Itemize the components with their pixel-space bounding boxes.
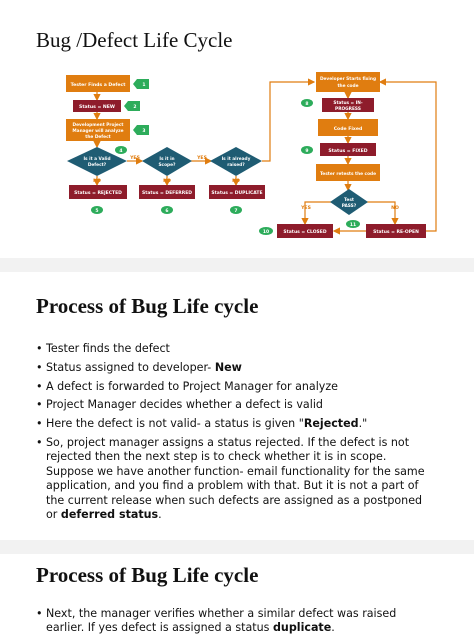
- svg-text:1: 1: [142, 82, 145, 88]
- label-no-3: NO: [232, 178, 240, 184]
- box-status-duplicate: [209, 185, 265, 199]
- slide-separator: [0, 540, 474, 554]
- badge-8: [301, 99, 313, 107]
- bullet-item: Here the defect is not valid- a status i…: [36, 417, 436, 432]
- box-developer-starts: [316, 72, 380, 92]
- diamond-valid-defect: [67, 147, 127, 176]
- box-status-duplicate-label: Status = DUPLICATE: [211, 190, 262, 196]
- svg-text:10: 10: [263, 229, 269, 235]
- box-tester-retests: [316, 164, 380, 181]
- box-status-new: [73, 100, 121, 112]
- box-inprogress-line1: Status = IN-: [333, 100, 363, 106]
- box-status-new-label: Status = NEW: [79, 104, 115, 110]
- svg-text:6: 6: [165, 208, 168, 214]
- label-no-2: NO: [163, 178, 171, 184]
- box-status-closed-label: Status = CLOSED: [283, 229, 327, 235]
- diamond-dup-line2: raised?: [227, 162, 245, 168]
- box-pm-analyze-line3: the Defect: [85, 134, 110, 140]
- slide-title: Process of Bug Life cycle: [36, 563, 259, 587]
- bug-life-cycle-flowchart: Tester Finds a Defect Status = NEW Devel…: [66, 72, 437, 238]
- badge-2: [124, 101, 140, 111]
- diamond-already-raised: [210, 147, 262, 176]
- svg-text:11: 11: [350, 222, 356, 228]
- box-status-rejected: [69, 185, 127, 199]
- diamond-valid-line2: Defect?: [88, 162, 107, 168]
- diamond-scope-line1: Is it in: [159, 156, 174, 162]
- bullet-item: So, project manager assigns a status rej…: [36, 436, 436, 522]
- diamond-scope-line2: Scope?: [158, 162, 176, 168]
- box-retest-label: Tester retests the code: [320, 171, 376, 177]
- diamond-test-pass: [330, 189, 368, 215]
- box-inprogress-line2: PROGRESS: [335, 106, 361, 112]
- svg-text:2: 2: [133, 104, 136, 110]
- box-status-reopen: [366, 224, 426, 238]
- box-tester-finds-defect-label: Tester Finds a Defect: [71, 82, 127, 88]
- box-developer-line1: Developer Starts fixing: [320, 76, 376, 82]
- label-yes-1: YES: [129, 155, 140, 161]
- diamond-in-scope: [142, 147, 192, 176]
- label-no-4: NO: [391, 205, 399, 211]
- badge-10: [259, 227, 273, 235]
- badge-1: [133, 79, 149, 89]
- diamond-valid-line1: Is it a Valid: [83, 156, 110, 162]
- label-yes-2: YES: [196, 155, 207, 161]
- box-tester-finds-defect: [66, 75, 130, 92]
- badge-5: [91, 206, 103, 214]
- diamond-test-line2: PASS?: [342, 203, 357, 209]
- slide-process-2: Process of Bug Life cycle Next, the mana…: [0, 555, 474, 634]
- label-no-1: NO: [93, 178, 101, 184]
- box-status-fixed: [320, 143, 376, 156]
- bullet-item: Next, the manager verifies whether a sim…: [36, 607, 436, 636]
- bullet-item: Tester finds the defect: [36, 342, 436, 357]
- svg-text:3: 3: [142, 128, 145, 134]
- diamond-test-line1: Test: [344, 197, 354, 203]
- bullet-item: Status assigned to developer- New: [36, 361, 436, 376]
- badge-4: [115, 146, 127, 154]
- bullet-list: Next, the manager verifies whether a sim…: [36, 607, 436, 640]
- label-yes-3: YES: [300, 205, 311, 211]
- badge-7: [230, 206, 242, 214]
- bullet-list: Tester finds the defect Status assigned …: [36, 342, 436, 527]
- box-status-rejected-label: Status = REJECTED: [74, 190, 122, 196]
- svg-text:5: 5: [95, 208, 98, 214]
- slide-separator: [0, 258, 474, 272]
- box-status-fixed-label: Status = FIXED: [328, 148, 367, 154]
- box-status-deferred-label: Status = DEFERRED: [142, 190, 192, 196]
- badge-9: [301, 146, 313, 154]
- badge-6: [161, 206, 173, 214]
- diamond-dup-line1: Is it already: [222, 156, 251, 162]
- box-developer-line2: the code: [337, 83, 358, 89]
- box-status-deferred: [139, 185, 195, 199]
- badge-11: [346, 220, 360, 228]
- bullet-item: Project Manager decides whether a defect…: [36, 398, 436, 413]
- box-code-fixed: [318, 119, 378, 136]
- badge-3: [133, 125, 149, 135]
- flow-arrows: [93, 78, 437, 232]
- svg-text:4: 4: [119, 148, 122, 154]
- slide-bug-life-cycle-diagram: Bug /Defect Life Cycle: [0, 0, 474, 258]
- slide-title: Process of Bug Life cycle: [36, 294, 259, 318]
- step-badges: 1 2 3 4 5 6 7 8 9 10 11: [91, 79, 360, 235]
- box-status-closed: [277, 224, 333, 238]
- box-code-fixed-label: Code Fixed: [334, 126, 363, 132]
- box-pm-analyze: [66, 119, 130, 141]
- box-pm-analyze-line2: Manager will analyze: [72, 128, 123, 134]
- slide-title: Bug /Defect Life Cycle: [36, 28, 233, 52]
- box-status-in-progress: [322, 98, 374, 112]
- svg-text:9: 9: [305, 148, 308, 154]
- svg-text:8: 8: [305, 101, 308, 107]
- box-pm-analyze-line1: Development Project: [73, 122, 124, 128]
- bullet-item: A defect is forwarded to Project Manager…: [36, 380, 436, 395]
- slide-process-1: Process of Bug Life cycle Tester finds t…: [0, 272, 474, 540]
- svg-text:7: 7: [234, 208, 237, 214]
- box-status-reopen-label: Status = RE-OPEN: [373, 229, 419, 235]
